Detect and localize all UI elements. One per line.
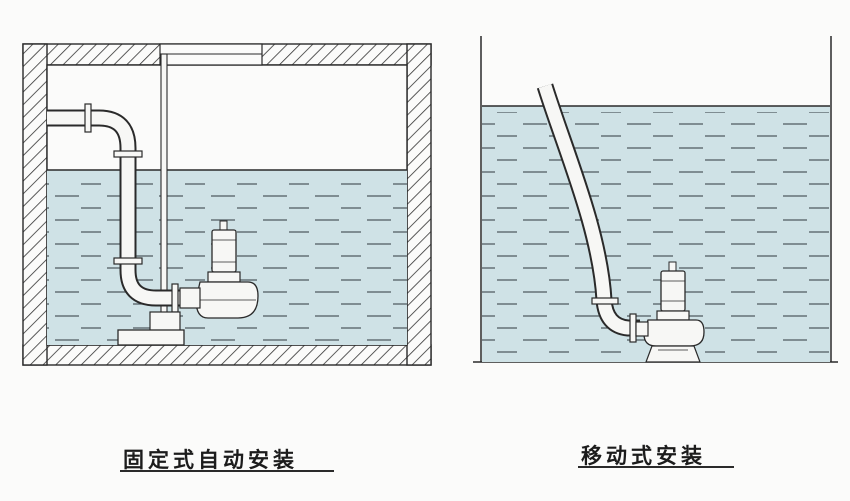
discharge-pipe: [47, 103, 180, 313]
caption-fixed-installation: 固定式自动安装: [123, 448, 298, 472]
flexible-hose: [536, 83, 640, 343]
submersible-pump: [635, 261, 705, 363]
caption-mobile-installation: 移动式安装: [581, 444, 706, 468]
coupling-base: [117, 311, 185, 346]
mobile-installation: [473, 36, 838, 363]
caption-fixed-underline: [120, 470, 334, 472]
caption-mobile-underline: [578, 466, 734, 468]
fixed-installation: [22, 43, 432, 366]
submersible-pump: [179, 220, 259, 319]
